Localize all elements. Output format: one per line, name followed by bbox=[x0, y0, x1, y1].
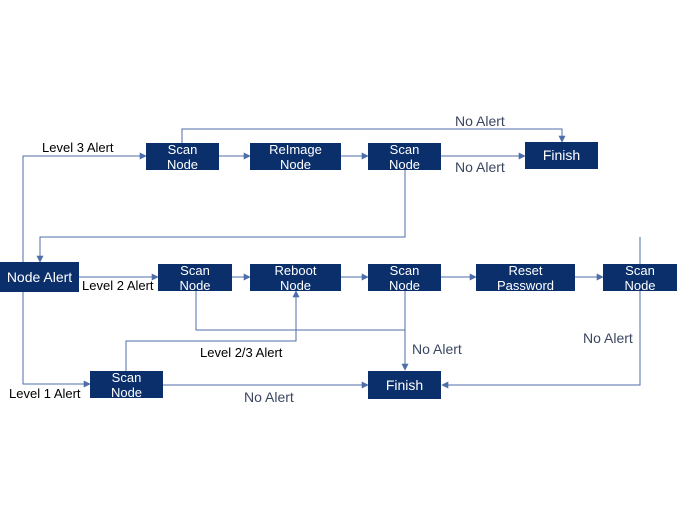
edge-level3-scan-bypass-to-finish bbox=[181, 128, 566, 143]
scan-node-level1: Scan Node bbox=[90, 370, 163, 400]
no-alert-label-level2-right: No Alert bbox=[583, 330, 633, 346]
no-alert-label-level3: No Alert bbox=[455, 159, 505, 175]
reset-password-box: Reset Password bbox=[476, 263, 575, 293]
reimage-node-box: ReImage Node bbox=[250, 142, 341, 172]
scan-node-level2-second: Scan Node bbox=[368, 263, 441, 293]
edge-level2-scan-bypass-to-finish bbox=[195, 290, 405, 331]
scan-node-level2-first: Scan Node bbox=[158, 263, 232, 293]
edge-level1-scan-to-reboot bbox=[125, 290, 300, 371]
reboot-node-box: Reboot Node bbox=[250, 263, 341, 293]
no-alert-label-top: No Alert bbox=[455, 113, 505, 129]
level3-alert-label: Level 3 Alert bbox=[42, 140, 114, 155]
no-alert-label-level2-mid: No Alert bbox=[412, 341, 462, 357]
finish-bottom-box: Finish bbox=[368, 371, 441, 399]
level2-alert-label: Level 2 Alert bbox=[82, 278, 154, 293]
edge-level3-scan2-loop-back bbox=[36, 169, 406, 263]
scan-node-level2-third: Scan Node bbox=[603, 263, 677, 293]
scan-node-level3-second: Scan Node bbox=[368, 142, 441, 172]
edge-alert-to-level1-scan bbox=[22, 292, 91, 388]
finish-top-box: Finish bbox=[525, 142, 598, 169]
edge-alert-to-level3-scan bbox=[22, 152, 147, 262]
level1-alert-label: Level 1 Alert bbox=[9, 386, 81, 401]
edge-level2-scan3-to-finish bbox=[441, 290, 641, 389]
level23-alert-label: Level 2/3 Alert bbox=[200, 345, 283, 360]
node-alert-box: Node Alert bbox=[0, 262, 79, 292]
scan-node-level3-first: Scan Node bbox=[146, 142, 219, 172]
no-alert-label-level1: No Alert bbox=[244, 389, 294, 405]
